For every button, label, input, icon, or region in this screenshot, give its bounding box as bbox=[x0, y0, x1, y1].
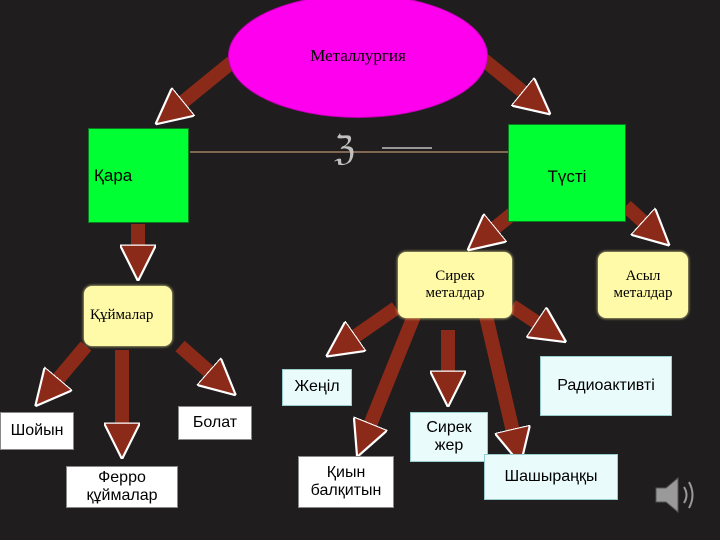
node-shashyranky: Шашыраңқы bbox=[484, 454, 618, 500]
arrow-sirek-to-shashyranky bbox=[479, 314, 514, 436]
arrow-tusti-to-asyl bbox=[621, 200, 648, 226]
arrow-kuimalar-to-shoiyn bbox=[54, 341, 92, 384]
node-zhenil-label: Жеңіл bbox=[294, 378, 340, 396]
node-kuimalar-label: Құймалар bbox=[90, 307, 154, 324]
node-radioaktivti-label: Радиоактивті bbox=[557, 376, 655, 394]
arrow-ellipse-to-tusti bbox=[479, 54, 528, 96]
arrow-sirek-to-radioaktivti bbox=[508, 300, 542, 326]
node-bolat: Болат bbox=[178, 406, 252, 440]
arrow-sirek-to-kiyn bbox=[368, 313, 421, 430]
node-kiyn-label: Қиын балқитын bbox=[310, 463, 382, 499]
node-shoiyn: Шойын bbox=[0, 412, 74, 450]
arrow-kuimalar-to-bolat bbox=[175, 340, 214, 376]
node-kiyn: Қиын балқитын bbox=[298, 456, 394, 508]
node-sirek-metaldar-label: Сирек металдар bbox=[425, 267, 485, 301]
node-sirek-zher: Сирек жер bbox=[410, 412, 488, 462]
node-ferro-label: Ферро құймалар bbox=[86, 468, 158, 504]
node-radioaktivti: Радиоактивті bbox=[540, 356, 672, 416]
speaker-icon[interactable] bbox=[650, 470, 702, 520]
node-tusti: Түсті bbox=[508, 124, 626, 222]
node-kara: Қара bbox=[88, 128, 189, 223]
node-sirek-metaldar: Сирек металдар bbox=[398, 252, 512, 318]
arrow-ellipse-to-kara bbox=[178, 56, 237, 106]
node-kuimalar: Құймалар bbox=[84, 286, 172, 346]
node-bolat-label: Болат bbox=[192, 413, 238, 431]
node-shoiyn-label: Шойын bbox=[10, 421, 64, 439]
node-asyl-metaldar: Асыл металдар bbox=[598, 252, 688, 318]
node-tusti-label: Түсті bbox=[547, 167, 587, 186]
node-asyl-metaldar-label: Асыл металдар bbox=[613, 267, 673, 301]
node-zhenil: Жеңіл bbox=[282, 369, 352, 406]
node-kara-label: Қара bbox=[94, 165, 133, 185]
arrow-sirek-to-zhenil bbox=[350, 302, 400, 340]
node-shashyranky-label: Шашыраңқы bbox=[504, 467, 598, 485]
node-ferro: Ферро құймалар bbox=[66, 466, 178, 508]
page-title: Металлургия bbox=[310, 46, 406, 65]
decorative-flourish-icon: ℨ bbox=[334, 129, 355, 169]
metallurgy-ellipse bbox=[228, 0, 488, 118]
node-sirek-zher-label: Сирек жер bbox=[426, 418, 472, 454]
